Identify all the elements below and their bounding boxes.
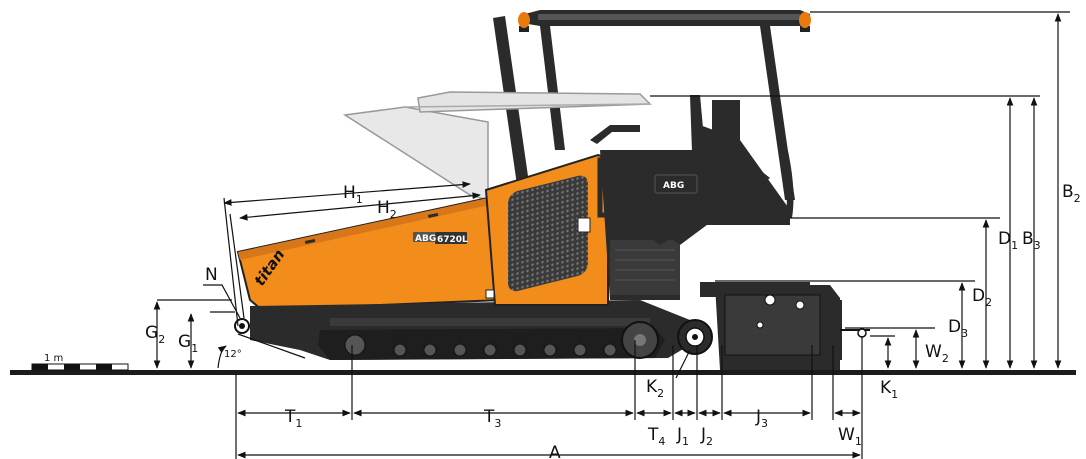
dim-label-h2: H2	[377, 198, 397, 221]
operator-platform: ABG	[590, 95, 790, 300]
dim-label-b2: B2	[1062, 182, 1081, 205]
dim-label-t1: T1	[284, 407, 302, 430]
sensor-arm	[840, 328, 870, 338]
dim-label-k1: K1	[880, 378, 898, 401]
dim-label-g2: G2	[145, 323, 165, 346]
engine-grille	[508, 175, 588, 292]
dim-label-d3: D3	[948, 317, 968, 340]
dim-label-j2: J2	[700, 425, 713, 448]
dim-label-w2: W2	[925, 342, 949, 365]
dim-label-n: N	[205, 265, 218, 285]
push-roller	[234, 318, 290, 334]
dim-label-t4: T4	[647, 425, 665, 448]
angle-label: 12°	[224, 349, 242, 360]
engine-housing	[484, 153, 609, 306]
scale-bar: 1 m	[31, 353, 129, 371]
beacon-light-right	[799, 12, 811, 32]
dim-label-t3: T3	[483, 407, 501, 430]
screed	[677, 282, 870, 370]
crawler-track	[234, 300, 690, 360]
dim-label-d1: D1	[998, 229, 1018, 252]
cab-badge-text: ABG	[663, 181, 684, 191]
dim-label-w1: W1	[838, 425, 862, 448]
scale-label: 1 m	[44, 353, 63, 364]
model-number-text: 6720L	[437, 235, 468, 245]
dim-label-j3: J3	[755, 407, 768, 430]
dim-label-b3: B3	[1022, 229, 1041, 252]
dimension-labels: B2 B3 D1 D2 D3 W2 K1 K2 G2 G1 N H1 H2 12…	[145, 182, 1081, 459]
ground-line	[10, 370, 1076, 375]
dim-label-h1: H1	[343, 183, 363, 206]
hopper-wing-raised	[342, 91, 652, 201]
dim-label-d2: D2	[972, 286, 992, 309]
dim-label-j1: J1	[676, 425, 689, 448]
track-rollers	[344, 321, 659, 359]
model-plate: ABG 6720L	[413, 232, 468, 245]
dimension-lines	[153, 11, 1070, 459]
dim-label-g1: G1	[178, 332, 198, 355]
front-wheel	[677, 319, 713, 355]
model-prefix-text: ABG	[415, 234, 436, 244]
beacon-light-left	[518, 12, 530, 32]
dim-label-k2: K2	[646, 377, 664, 400]
ground	[10, 370, 1076, 375]
dim-label-a: A	[549, 443, 561, 459]
